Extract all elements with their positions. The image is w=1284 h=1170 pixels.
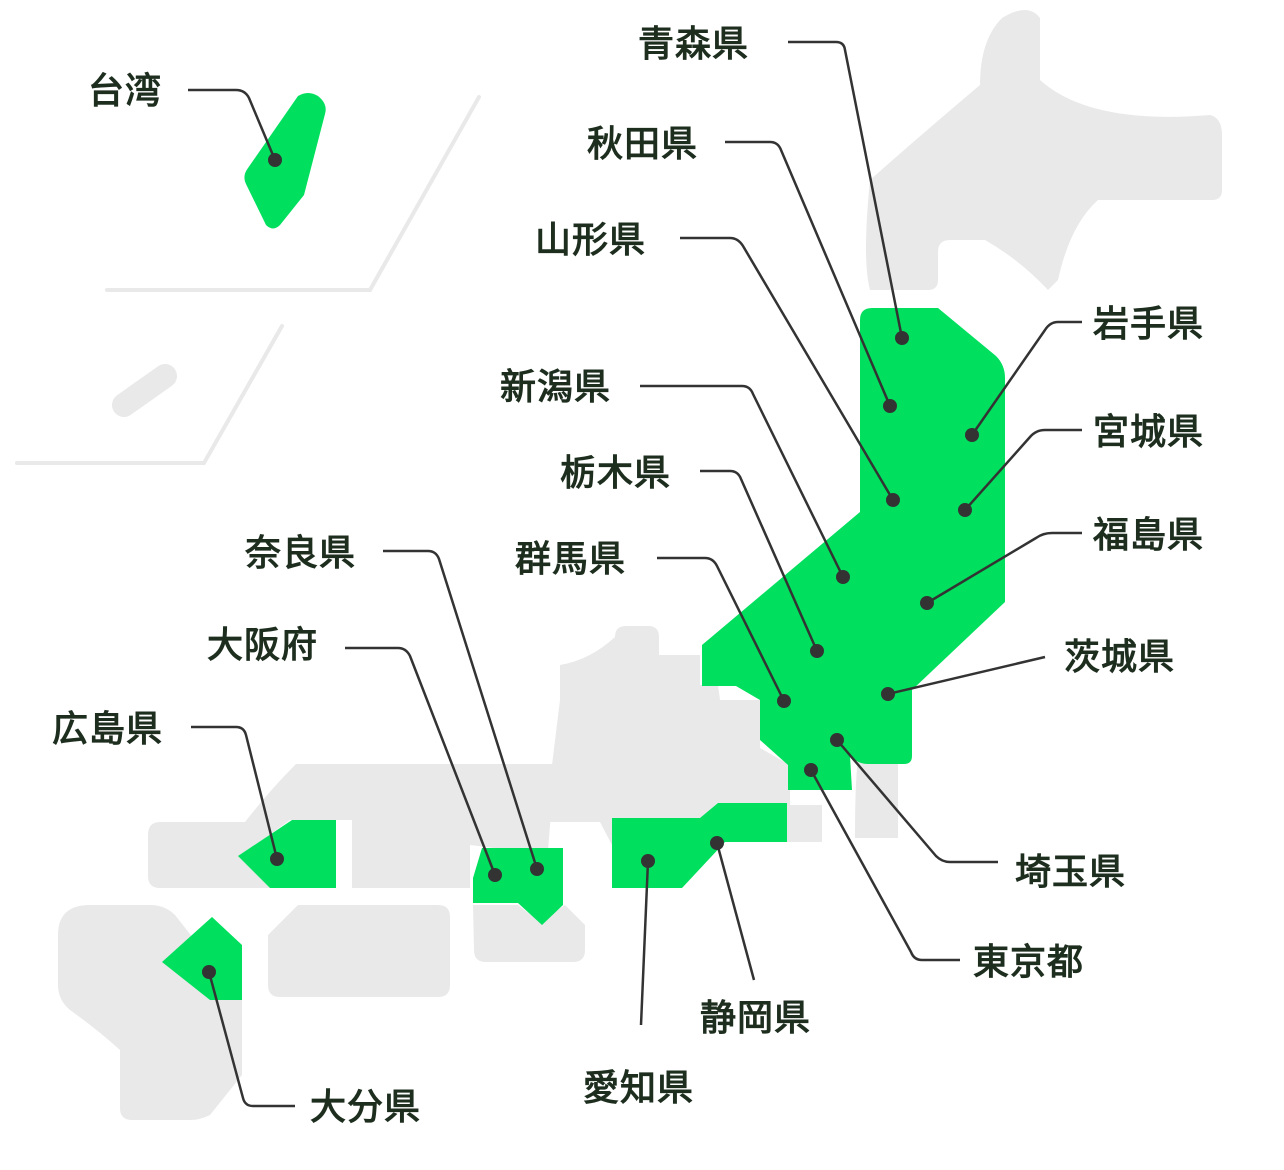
marker-iwate bbox=[965, 428, 979, 442]
taiwan-inset-divider bbox=[105, 95, 481, 292]
marker-fukushima bbox=[920, 596, 934, 610]
leader-hiroshima bbox=[191, 725, 279, 860]
markers bbox=[202, 153, 979, 979]
leader-saitama bbox=[836, 739, 998, 864]
marker-oita bbox=[202, 965, 216, 979]
label-saitama: 埼玉県 bbox=[1015, 852, 1126, 893]
label-osaka: 大阪府 bbox=[207, 624, 318, 666]
region-tohoku-kanto bbox=[702, 308, 1005, 790]
marker-yamagata bbox=[886, 493, 900, 507]
marker-osaka bbox=[488, 868, 502, 882]
leader-oita bbox=[207, 971, 295, 1108]
marker-ibaraki bbox=[881, 687, 895, 701]
label-miyagi: 宮城県 bbox=[1093, 412, 1204, 453]
marker-miyagi bbox=[958, 503, 972, 517]
marker-tochigi bbox=[810, 644, 824, 658]
leader-gunma bbox=[657, 556, 786, 702]
leader-tokyo bbox=[809, 769, 960, 962]
label-aichi: 愛知県 bbox=[583, 1068, 694, 1109]
label-aomori: 青森県 bbox=[638, 24, 749, 65]
label-ibaraki: 茨城県 bbox=[1064, 637, 1175, 678]
marker-saitama bbox=[830, 733, 844, 747]
leader-osaka bbox=[345, 646, 497, 876]
leader-niigata bbox=[640, 384, 845, 578]
region-kinki bbox=[545, 700, 790, 845]
leader-akita bbox=[725, 140, 892, 407]
region-kinki-south bbox=[473, 905, 585, 962]
region-hiroshima bbox=[238, 820, 336, 888]
leader-ibaraki bbox=[887, 655, 1046, 696]
marker-aichi bbox=[641, 854, 655, 868]
label-iwate: 岩手県 bbox=[1093, 304, 1204, 345]
label-akita: 秋田県 bbox=[587, 124, 698, 165]
leader-taiwan bbox=[188, 88, 277, 161]
marker-gunma bbox=[777, 694, 791, 708]
region-chugoku bbox=[148, 764, 555, 888]
leader-yamagata bbox=[680, 236, 895, 501]
label-taiwan: 台湾 bbox=[88, 70, 162, 112]
marker-hiroshima bbox=[270, 852, 284, 866]
marker-nara bbox=[530, 862, 544, 876]
region-hokkaido bbox=[866, 10, 1222, 290]
label-fukushima: 福島県 bbox=[1092, 515, 1204, 556]
region-oita bbox=[162, 917, 242, 1000]
leader-lines bbox=[188, 40, 1082, 1108]
okinawa-island bbox=[112, 364, 177, 417]
label-gunma: 群馬県 bbox=[515, 539, 626, 580]
label-yamagata: 山形県 bbox=[535, 220, 646, 261]
marker-tokyo bbox=[804, 763, 818, 777]
leader-aichi bbox=[639, 860, 650, 1026]
region-shikoku bbox=[268, 905, 450, 997]
region-kanto-south bbox=[855, 760, 898, 838]
leader-miyagi bbox=[964, 428, 1082, 511]
leader-iwate bbox=[970, 320, 1082, 436]
region-chubu-north bbox=[560, 626, 720, 700]
label-nara: 奈良県 bbox=[244, 533, 356, 574]
leader-tochigi bbox=[700, 469, 819, 652]
marker-shizuoka bbox=[710, 836, 724, 850]
label-tochigi: 栃木県 bbox=[560, 453, 671, 494]
marker-aomori bbox=[895, 331, 909, 345]
okinawa-inset-divider bbox=[15, 324, 284, 465]
region-taiwan bbox=[244, 93, 326, 229]
leader-aomori bbox=[788, 40, 904, 339]
label-niigata: 新潟県 bbox=[500, 367, 611, 408]
label-shizuoka: 静岡県 bbox=[700, 998, 811, 1039]
label-hiroshima: 広島県 bbox=[52, 709, 163, 750]
labels: 台湾 青森県 秋田県 山形県 岩手県 宮城県 新潟県 栃木県 福島県 群馬県 奈… bbox=[52, 24, 1204, 1128]
marker-taiwan bbox=[268, 153, 282, 167]
region-chubu-east bbox=[785, 805, 822, 842]
label-oita: 大分県 bbox=[310, 1087, 421, 1128]
inset-dividers bbox=[15, 95, 481, 465]
marker-niigata bbox=[836, 570, 850, 584]
marker-akita bbox=[883, 399, 897, 413]
leader-nara bbox=[383, 549, 539, 870]
label-tokyo: 東京都 bbox=[973, 941, 1084, 983]
region-shizuoka-aichi bbox=[612, 803, 787, 888]
leader-shizuoka bbox=[715, 842, 756, 981]
leader-fukushima bbox=[926, 531, 1082, 605]
